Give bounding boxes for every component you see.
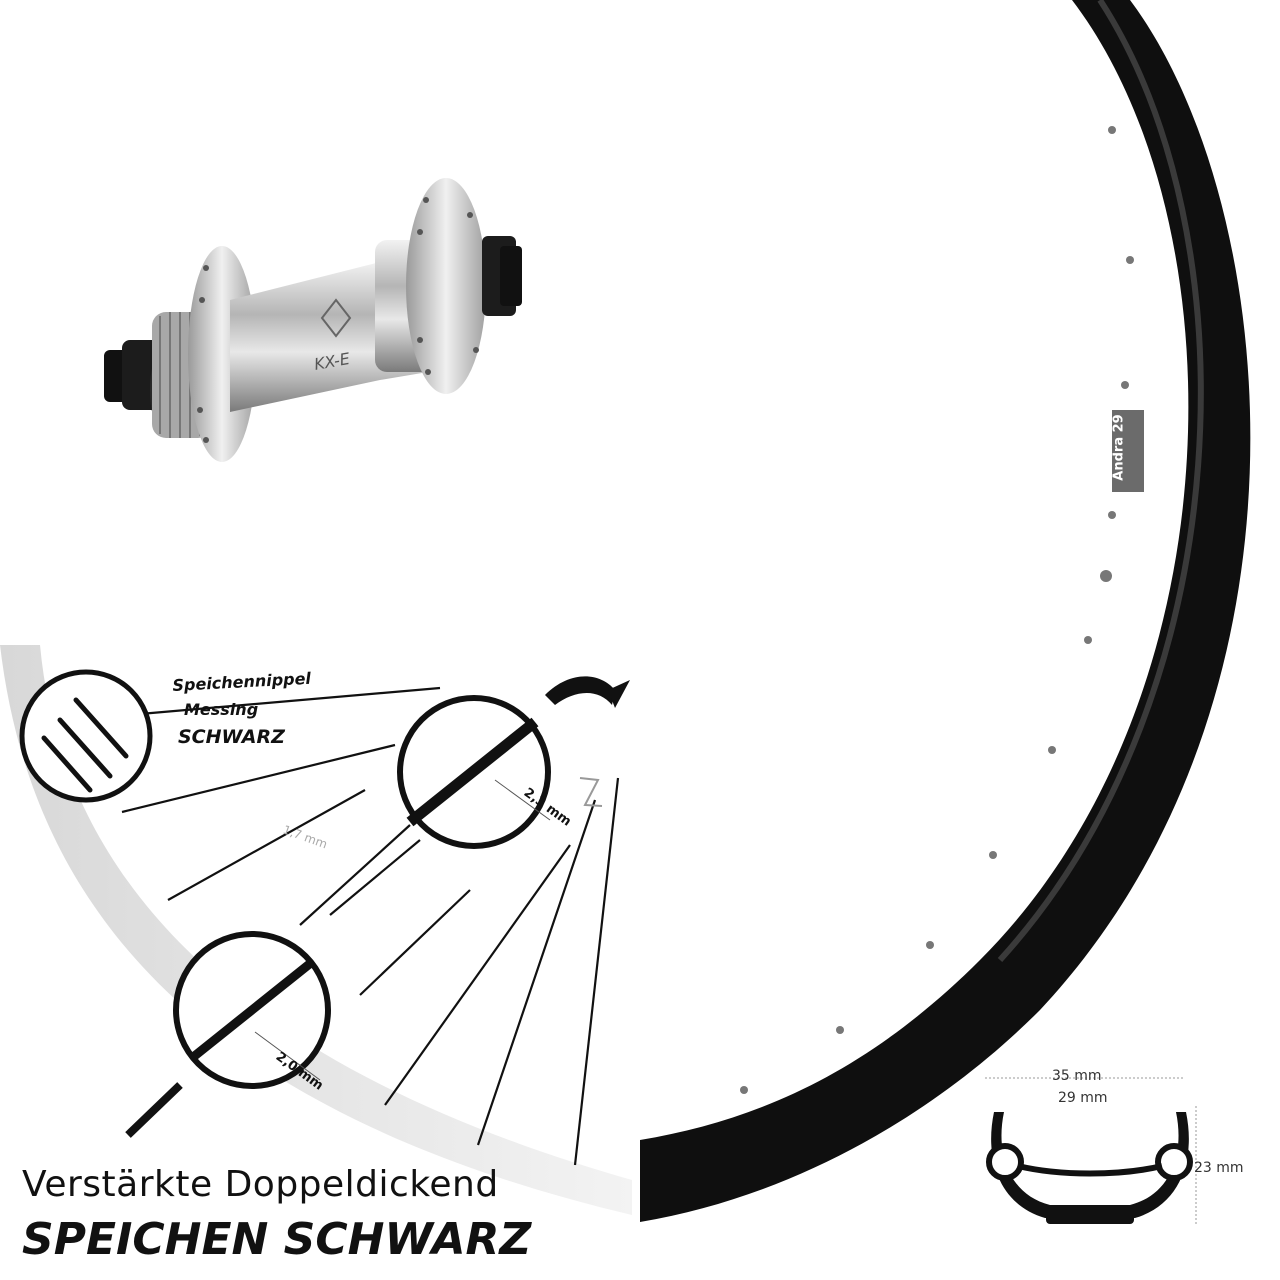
spoke-magnifier-bottom bbox=[173, 931, 331, 1089]
spoke-arc-background bbox=[0, 645, 632, 1215]
nipple-magnifier bbox=[19, 669, 153, 803]
spoke-magnifier-top bbox=[397, 695, 551, 849]
headline-line1: Verstärkte Doppeldickend bbox=[22, 1164, 499, 1205]
rim-sticker bbox=[1112, 410, 1144, 492]
spoke-head-icon bbox=[545, 676, 615, 705]
nipple-caption-line3: SCHWARZ bbox=[178, 726, 285, 748]
hub-illustration bbox=[104, 178, 522, 462]
spoke-lines bbox=[121, 686, 620, 1166]
rim-arc bbox=[640, 0, 1251, 1222]
butting-mark bbox=[579, 777, 603, 807]
rim-profile-diagram bbox=[985, 1077, 1197, 1225]
headline-line2: SPEICHEN SCHWARZ bbox=[22, 1214, 532, 1265]
rim-inner-width: 29 mm bbox=[1058, 1090, 1108, 1106]
rim-sticker-text: Andra 29 bbox=[1111, 414, 1127, 481]
nipple-caption-line2: Messing bbox=[184, 700, 259, 719]
rim-outer-width: 35 mm bbox=[1052, 1068, 1102, 1084]
rim-height: 23 mm bbox=[1194, 1160, 1244, 1176]
